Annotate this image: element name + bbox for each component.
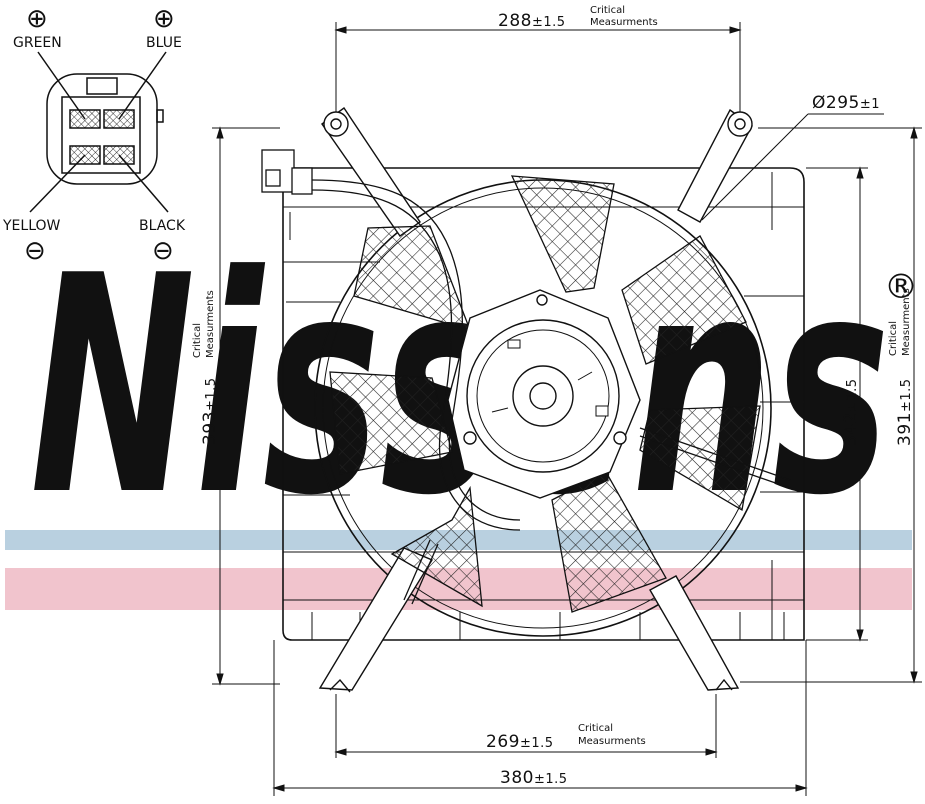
dim-right-height-group: 391±1.5 [895,378,915,446]
dim-right-height-note: Measurments [901,288,912,356]
dim-left-height-note: Measurments [205,290,216,358]
arm-bottom-right [649,575,740,691]
dim-right-height-note: Critical [888,321,899,356]
dim-right-height-note-group: Critical Measurments [888,288,912,356]
leader-green [37,51,86,120]
dim-left-height-note-group: Critical Measurments [192,290,216,358]
dim-top-width-note: Measurments [590,17,658,28]
fan-blade [621,235,747,365]
connector-latch [86,77,118,95]
fan-blade [329,371,453,475]
connector-label-green: GREEN [13,35,62,51]
shroud-outline [282,167,805,641]
minus-icon: ⊖ [152,236,174,266]
dim-right-height: 391±1.5 [895,378,915,446]
minus-icon: ⊖ [24,236,46,266]
fan-motor [447,289,641,499]
dim-inner-height: 342±1.5 [841,378,861,446]
dim-left-height-note: Critical [192,323,203,358]
dim-inner-height-group: 342±1.5 [841,378,861,446]
connector-label-blue: BLUE [146,35,182,51]
connector-body [46,73,158,185]
connector-housing [61,96,141,174]
leader-blue [118,51,167,120]
dimension-labels: 288±1.5 Critical Measurments Ø295±1 393±… [192,5,915,788]
dim-diameter: Ø295±1 [812,93,880,113]
plus-icon: ⊕ [153,4,175,34]
wiring-harness [261,149,791,605]
dim-overall-width: 380±1.5 [500,768,568,788]
dimension-lines [212,22,922,796]
connector-key [156,109,164,123]
watermark-registered-mark: ® [884,267,918,307]
dim-bottom-width-note: Measurments [578,736,646,747]
fan-blade [510,175,615,293]
dim-top-width: 288±1.5 [498,11,566,31]
plus-icon: ⊕ [26,4,48,34]
leader-yellow [29,154,86,213]
dim-top-width-note: Critical [590,5,625,16]
dim-bottom-width: 269±1.5 [486,732,554,752]
leader-black [118,154,169,213]
fan-blade [551,471,667,613]
connector-label-yellow: YELLOW [2,218,61,234]
dim-left-height-group: 393±1.5 [200,377,220,445]
dim-bottom-width-note: Critical [578,723,613,734]
motor-shaft [529,382,557,410]
dim-left-height: 393±1.5 [200,377,220,445]
fan-blades [329,175,761,613]
connector-diagram: ⊕ ⊕ GREEN BLUE YELLOW BLACK ⊖ ⊖ [2,4,186,266]
connector-label-black: BLACK [139,218,186,234]
